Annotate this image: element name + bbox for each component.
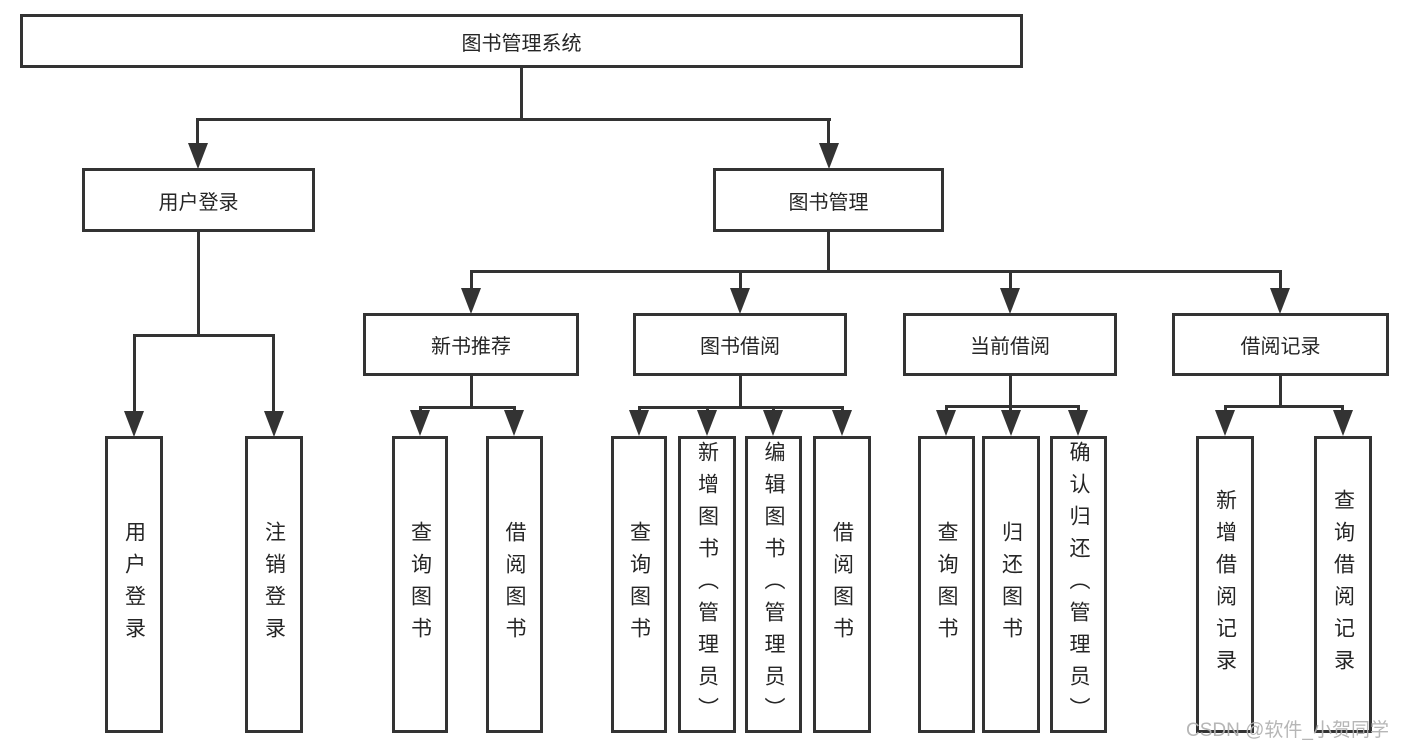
arrow-down: [504, 410, 524, 436]
connector-line: [133, 334, 274, 337]
node-confirm-return-admin: 确认归还（管理员）: [1050, 436, 1107, 733]
node-query-books-3: 查询图书: [918, 436, 975, 733]
connector-line: [133, 334, 136, 414]
arrow-down: [763, 410, 783, 436]
arrow-down: [936, 410, 956, 436]
node-borrow-books-1: 借阅图书: [486, 436, 543, 733]
connector-line: [272, 334, 275, 414]
node-borrow-books-2: 借阅图书: [813, 436, 871, 733]
arrow-down: [1333, 410, 1353, 436]
connector-line: [1009, 376, 1012, 407]
connector-line: [1279, 270, 1282, 292]
node-add-book-admin: 新增图书（管理员）: [678, 436, 736, 733]
node-book-borrowing: 图书借阅: [633, 313, 847, 376]
arrow-down: [264, 411, 284, 437]
node-query-books-2: 查询图书: [611, 436, 667, 733]
node-borrowing-records: 借阅记录: [1172, 313, 1389, 376]
connector-line: [470, 270, 473, 292]
node-return-book: 归还图书: [982, 436, 1040, 733]
connector-line: [827, 118, 830, 146]
connector-line: [1224, 405, 1344, 408]
connector-line: [470, 376, 473, 408]
connector-line: [196, 118, 199, 146]
arrow-down: [629, 410, 649, 436]
arrow-down: [1215, 410, 1235, 436]
arrow-down: [1068, 410, 1088, 436]
arrow-down: [1001, 410, 1021, 436]
node-user-login-action: 用户登录: [105, 436, 163, 733]
node-new-book-recommendation: 新书推荐: [363, 313, 579, 376]
arrow-down: [124, 411, 144, 437]
connector-line: [470, 270, 1282, 273]
node-user-login: 用户登录: [82, 168, 315, 232]
connector-line: [945, 405, 1080, 408]
connector-line: [739, 376, 742, 408]
arrow-down: [730, 288, 750, 314]
node-logout-action: 注销登录: [245, 436, 303, 733]
connector-line: [197, 118, 831, 121]
node-query-books-1: 查询图书: [392, 436, 448, 733]
arrow-down: [410, 410, 430, 436]
arrow-down: [1000, 288, 1020, 314]
node-query-borrow-record: 查询借阅记录: [1314, 436, 1372, 733]
connector-line: [1009, 270, 1012, 292]
node-add-borrow-record: 新增借阅记录: [1196, 436, 1254, 733]
arrow-down: [1270, 288, 1290, 314]
csdn-watermark: CSDN @软件_小贺同学: [1186, 720, 1389, 741]
node-book-management: 图书管理: [713, 168, 944, 232]
connector-line: [827, 232, 830, 272]
connector-line: [739, 270, 742, 292]
arrow-down: [188, 143, 208, 169]
arrow-down: [697, 410, 717, 436]
connector-line: [197, 232, 200, 337]
connector-line: [1279, 376, 1282, 407]
node-library-system: 图书管理系统: [20, 14, 1023, 68]
arrow-down: [819, 143, 839, 169]
connector-line: [419, 406, 515, 409]
arrow-down: [832, 410, 852, 436]
node-current-borrowing: 当前借阅: [903, 313, 1117, 376]
connector-line: [638, 406, 843, 409]
connector-line: [520, 68, 523, 120]
arrow-down: [461, 288, 481, 314]
node-edit-book-admin: 编辑图书（管理员）: [745, 436, 802, 733]
